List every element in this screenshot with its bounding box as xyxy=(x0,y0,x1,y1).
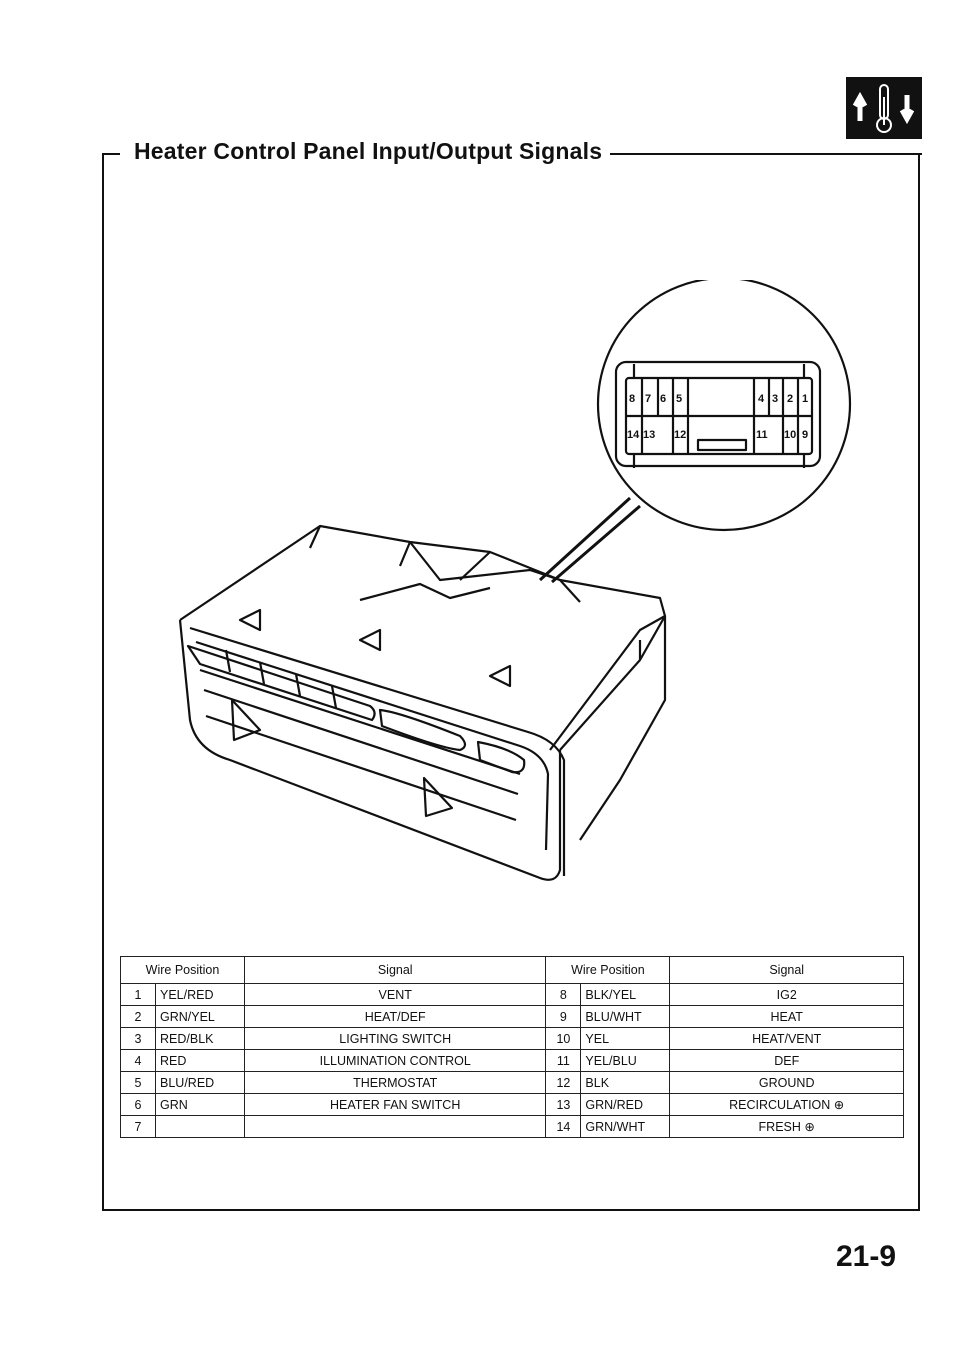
frame-top-line xyxy=(572,153,922,155)
pin-label: 4 xyxy=(758,393,765,405)
table-header-row: Wire Position Signal Wire Position Signa… xyxy=(120,956,904,984)
signal-name: GROUND xyxy=(669,1071,904,1094)
heater-control-panel-illustration: 8 7 6 5 4 3 2 1 14 13 12 11 10 9 xyxy=(160,276,860,900)
signal-name: DEF xyxy=(669,1049,904,1072)
wire-color: YEL xyxy=(580,1027,671,1050)
pin-label: 3 xyxy=(772,393,778,405)
wire-color: GRN/WHT xyxy=(580,1115,671,1138)
wire-color: GRN xyxy=(155,1093,245,1116)
signal-name: ILLUMINATION CONTROL xyxy=(243,1049,547,1072)
wire-color: BLK xyxy=(580,1071,671,1094)
section-frame xyxy=(102,153,920,1211)
signal-name xyxy=(243,1115,547,1138)
io-signal-table: Wire Position Signal Wire Position Signa… xyxy=(120,956,904,1138)
table-row: 5 BLU/RED THERMOSTAT 12 BLK GROUND xyxy=(120,1071,904,1094)
wire-position: 5 xyxy=(120,1071,156,1094)
wire-position: 8 xyxy=(545,983,582,1006)
pin-label: 9 xyxy=(802,429,808,441)
signal-name: HEAT/VENT xyxy=(669,1027,904,1050)
wire-color: BLK/YEL xyxy=(580,983,671,1006)
table-row: 7 14 GRN/WHT FRESH ⊕ xyxy=(120,1115,904,1138)
pin-label: 2 xyxy=(787,393,793,405)
signal-name: VENT xyxy=(243,983,547,1006)
table-row: 4 RED ILLUMINATION CONTROL 11 YEL/BLU DE… xyxy=(120,1049,904,1072)
signal-name: THERMOSTAT xyxy=(243,1071,547,1094)
column-header: Wire Position xyxy=(545,956,671,984)
wire-position: 14 xyxy=(545,1115,582,1138)
wire-color: YEL/BLU xyxy=(580,1049,671,1072)
wire-color xyxy=(155,1115,245,1138)
wire-color: RED/BLK xyxy=(155,1027,245,1050)
callout-line xyxy=(538,496,641,584)
control-panel-body xyxy=(178,524,667,881)
wire-position: 6 xyxy=(120,1093,156,1116)
wire-position: 1 xyxy=(120,983,156,1006)
pin-label: 6 xyxy=(660,393,666,405)
wire-color: GRN/YEL xyxy=(155,1005,245,1028)
thermometer-arrows-icon xyxy=(846,77,922,139)
pin-label: 5 xyxy=(676,393,682,405)
wire-color: YEL/RED xyxy=(155,983,245,1006)
wire-position: 4 xyxy=(120,1049,156,1072)
pin-label: 8 xyxy=(629,393,635,405)
signal-name: HEAT xyxy=(669,1005,904,1028)
table-row: 2 GRN/YEL HEAT/DEF 9 BLU/WHT HEAT xyxy=(120,1005,904,1028)
wire-color: RED xyxy=(155,1049,245,1072)
pin-label: 13 xyxy=(643,429,655,441)
signal-name: HEAT/DEF xyxy=(243,1005,547,1028)
column-header: Signal xyxy=(669,956,904,984)
page-title: Heater Control Panel Input/Output Signal… xyxy=(130,138,611,165)
wire-position: 7 xyxy=(120,1115,156,1138)
wire-position: 3 xyxy=(120,1027,156,1050)
pin-label: 11 xyxy=(756,429,768,441)
title-bar: Heater Control Panel Input/Output Signal… xyxy=(102,136,922,170)
wire-color: GRN/RED xyxy=(580,1093,671,1116)
pin-label: 1 xyxy=(802,393,808,405)
pin-label: 7 xyxy=(645,393,651,405)
pin-label: 10 xyxy=(784,429,796,441)
column-header: Wire Position xyxy=(120,956,245,984)
wire-position: 9 xyxy=(545,1005,582,1028)
pin-label: 14 xyxy=(627,429,640,441)
wire-position: 11 xyxy=(545,1049,582,1072)
wire-position: 13 xyxy=(545,1093,582,1116)
table-row: 6 GRN HEATER FAN SWITCH 13 GRN/RED RECIR… xyxy=(120,1093,904,1116)
wire-position: 12 xyxy=(545,1071,582,1094)
hvac-section-icon xyxy=(846,77,922,139)
signal-name: RECIRCULATION ⊕ xyxy=(669,1093,904,1116)
signal-name: HEATER FAN SWITCH xyxy=(243,1093,547,1116)
pin-label: 12 xyxy=(674,429,686,441)
frame-top-line xyxy=(102,153,120,155)
page-number: 21-9 xyxy=(836,1240,897,1273)
signal-name: LIGHTING SWITCH xyxy=(243,1027,547,1050)
wire-position: 10 xyxy=(545,1027,582,1050)
wire-position: 2 xyxy=(120,1005,156,1028)
table-row: 1 YEL/RED VENT 8 BLK/YEL IG2 xyxy=(120,983,904,1006)
column-header: Signal xyxy=(243,956,547,984)
table-row: 3 RED/BLK LIGHTING SWITCH 10 YEL HEAT/VE… xyxy=(120,1027,904,1050)
connector-diagram xyxy=(614,360,822,468)
signal-name: IG2 xyxy=(669,983,904,1006)
wire-color: BLU/RED xyxy=(155,1071,245,1094)
wire-color: BLU/WHT xyxy=(580,1005,671,1028)
signal-name: FRESH ⊕ xyxy=(669,1115,904,1138)
